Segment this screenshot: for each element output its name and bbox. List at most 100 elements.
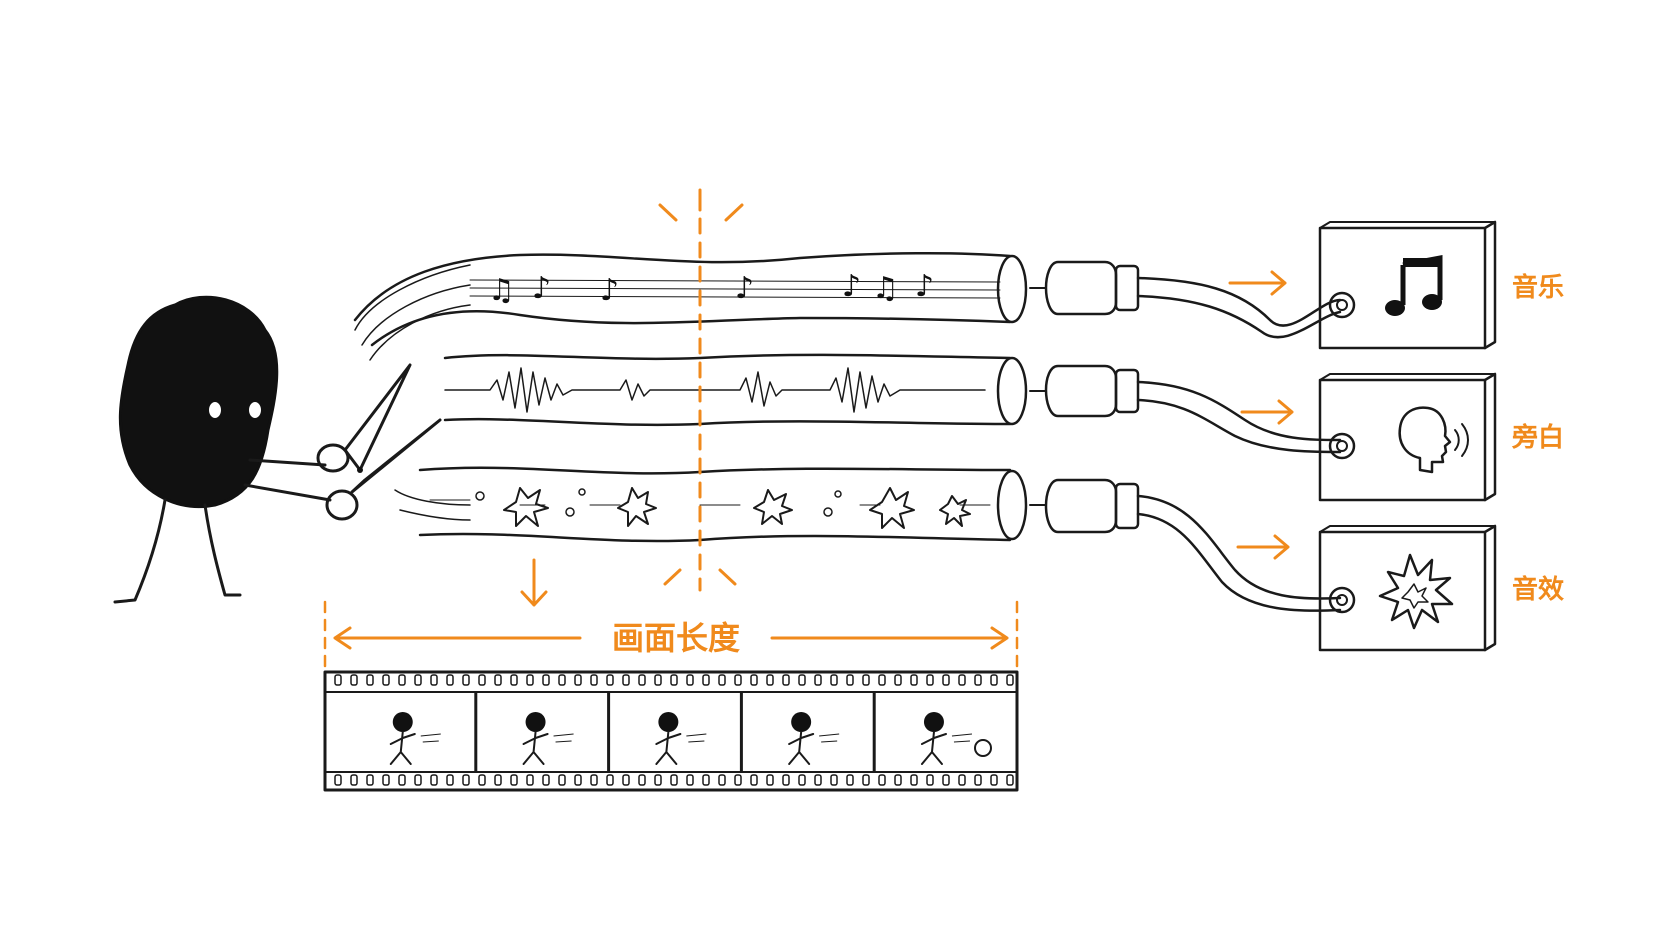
sfx-label: 音效 bbox=[1512, 574, 1564, 605]
sprocket-hole bbox=[494, 774, 502, 786]
film-frame bbox=[474, 692, 574, 772]
music-output-box bbox=[1318, 220, 1497, 350]
down-arrow-icon bbox=[520, 558, 548, 607]
sprocket-hole bbox=[334, 774, 342, 786]
sprocket-hole bbox=[894, 774, 902, 786]
sprocket-hole bbox=[894, 674, 902, 686]
sprocket-hole bbox=[718, 674, 726, 686]
sprocket-hole bbox=[798, 674, 806, 686]
sprocket-hole bbox=[1006, 774, 1014, 786]
sprocket-hole bbox=[478, 674, 486, 686]
sprocket-hole bbox=[974, 674, 982, 686]
running-figure bbox=[923, 712, 944, 732]
sprocket-hole bbox=[958, 774, 966, 786]
sfx-bursts bbox=[475, 487, 971, 529]
sprocket-hole bbox=[478, 774, 486, 786]
sprocket-hole bbox=[734, 674, 742, 686]
music-note-icon bbox=[1385, 254, 1443, 316]
left-eye bbox=[209, 402, 221, 418]
sprocket-hole bbox=[462, 774, 470, 786]
sprocket-hole bbox=[558, 774, 566, 786]
sprocket-hole bbox=[526, 674, 534, 686]
sprocket-holes bbox=[334, 674, 1014, 786]
sprocket-hole bbox=[686, 674, 694, 686]
svg-text:♪: ♪ bbox=[842, 269, 861, 304]
sprocket-hole bbox=[830, 774, 838, 786]
sprocket-hole bbox=[974, 774, 982, 786]
film-frame bbox=[607, 692, 707, 772]
sprocket-hole bbox=[574, 774, 582, 786]
svg-text:♫: ♫ bbox=[872, 271, 899, 306]
sprocket-hole bbox=[814, 774, 822, 786]
sprocket-hole bbox=[718, 774, 726, 786]
sprocket-hole bbox=[510, 774, 518, 786]
film-frame bbox=[389, 712, 441, 765]
sprocket-hole bbox=[430, 674, 438, 686]
running-figure bbox=[392, 712, 413, 732]
sprocket-hole bbox=[382, 674, 390, 686]
running-figure bbox=[525, 712, 546, 732]
sprocket-hole bbox=[542, 674, 550, 686]
sprocket-hole bbox=[814, 674, 822, 686]
sprocket-hole bbox=[766, 774, 774, 786]
sprocket-hole bbox=[782, 774, 790, 786]
sprocket-hole bbox=[366, 774, 374, 786]
music-label: 音乐 bbox=[1512, 272, 1564, 303]
speaking-head-icon bbox=[1398, 406, 1469, 474]
sprocket-hole bbox=[990, 674, 998, 686]
sprocket-hole bbox=[622, 674, 630, 686]
sprocket-hole bbox=[526, 774, 534, 786]
sprocket-hole bbox=[350, 774, 358, 786]
audio-tracks: ♫ ♪ ♪ ♪ ♪ ♫ ♪ bbox=[353, 251, 1028, 543]
sprocket-hole bbox=[878, 674, 886, 686]
sprocket-hole bbox=[878, 774, 886, 786]
voice-output-box bbox=[1318, 372, 1497, 502]
sprocket-hole bbox=[830, 674, 838, 686]
sprocket-hole bbox=[670, 774, 678, 786]
blob-character bbox=[113, 295, 332, 604]
sprocket-hole bbox=[926, 674, 934, 686]
sprocket-hole bbox=[702, 774, 710, 786]
sprocket-hole bbox=[670, 674, 678, 686]
sprocket-hole bbox=[414, 774, 422, 786]
sprocket-hole bbox=[430, 774, 438, 786]
sprocket-hole bbox=[574, 674, 582, 686]
sprocket-hole bbox=[1006, 674, 1014, 686]
length-dimension: 画面长度 bbox=[323, 600, 1019, 674]
sprocket-hole bbox=[590, 774, 598, 786]
sprocket-hole bbox=[846, 774, 854, 786]
sprocket-hole bbox=[750, 674, 758, 686]
sfx-output-box bbox=[1318, 524, 1497, 652]
waveform bbox=[444, 367, 986, 413]
explosion-icon bbox=[1378, 553, 1454, 630]
sprocket-hole bbox=[622, 774, 630, 786]
running-figure bbox=[658, 712, 679, 732]
sprocket-hole bbox=[494, 674, 502, 686]
cut-line bbox=[658, 188, 744, 592]
sprocket-hole bbox=[638, 774, 646, 786]
sprocket-hole bbox=[910, 674, 918, 686]
sfx-track bbox=[418, 466, 1028, 543]
svg-text:♪: ♪ bbox=[915, 269, 934, 304]
sprocket-hole bbox=[750, 774, 758, 786]
sprocket-hole bbox=[638, 674, 646, 686]
sprocket-hole bbox=[798, 774, 806, 786]
sprocket-hole bbox=[942, 674, 950, 686]
sprocket-hole bbox=[414, 674, 422, 686]
sprocket-hole bbox=[926, 774, 934, 786]
svg-text:♪: ♪ bbox=[532, 271, 551, 306]
sprocket-hole bbox=[398, 774, 406, 786]
sprocket-hole bbox=[942, 774, 950, 786]
sprocket-hole bbox=[446, 774, 454, 786]
sprocket-hole bbox=[606, 774, 614, 786]
plug-1 bbox=[1029, 260, 1342, 339]
svg-text:♫: ♫ bbox=[488, 273, 515, 308]
sprocket-hole bbox=[334, 674, 342, 686]
film-frames bbox=[389, 692, 992, 772]
film-frame bbox=[739, 692, 840, 772]
sprocket-hole bbox=[782, 674, 790, 686]
sprocket-hole bbox=[734, 774, 742, 786]
output-boxes bbox=[1318, 220, 1497, 652]
svg-text:♪: ♪ bbox=[735, 271, 754, 306]
